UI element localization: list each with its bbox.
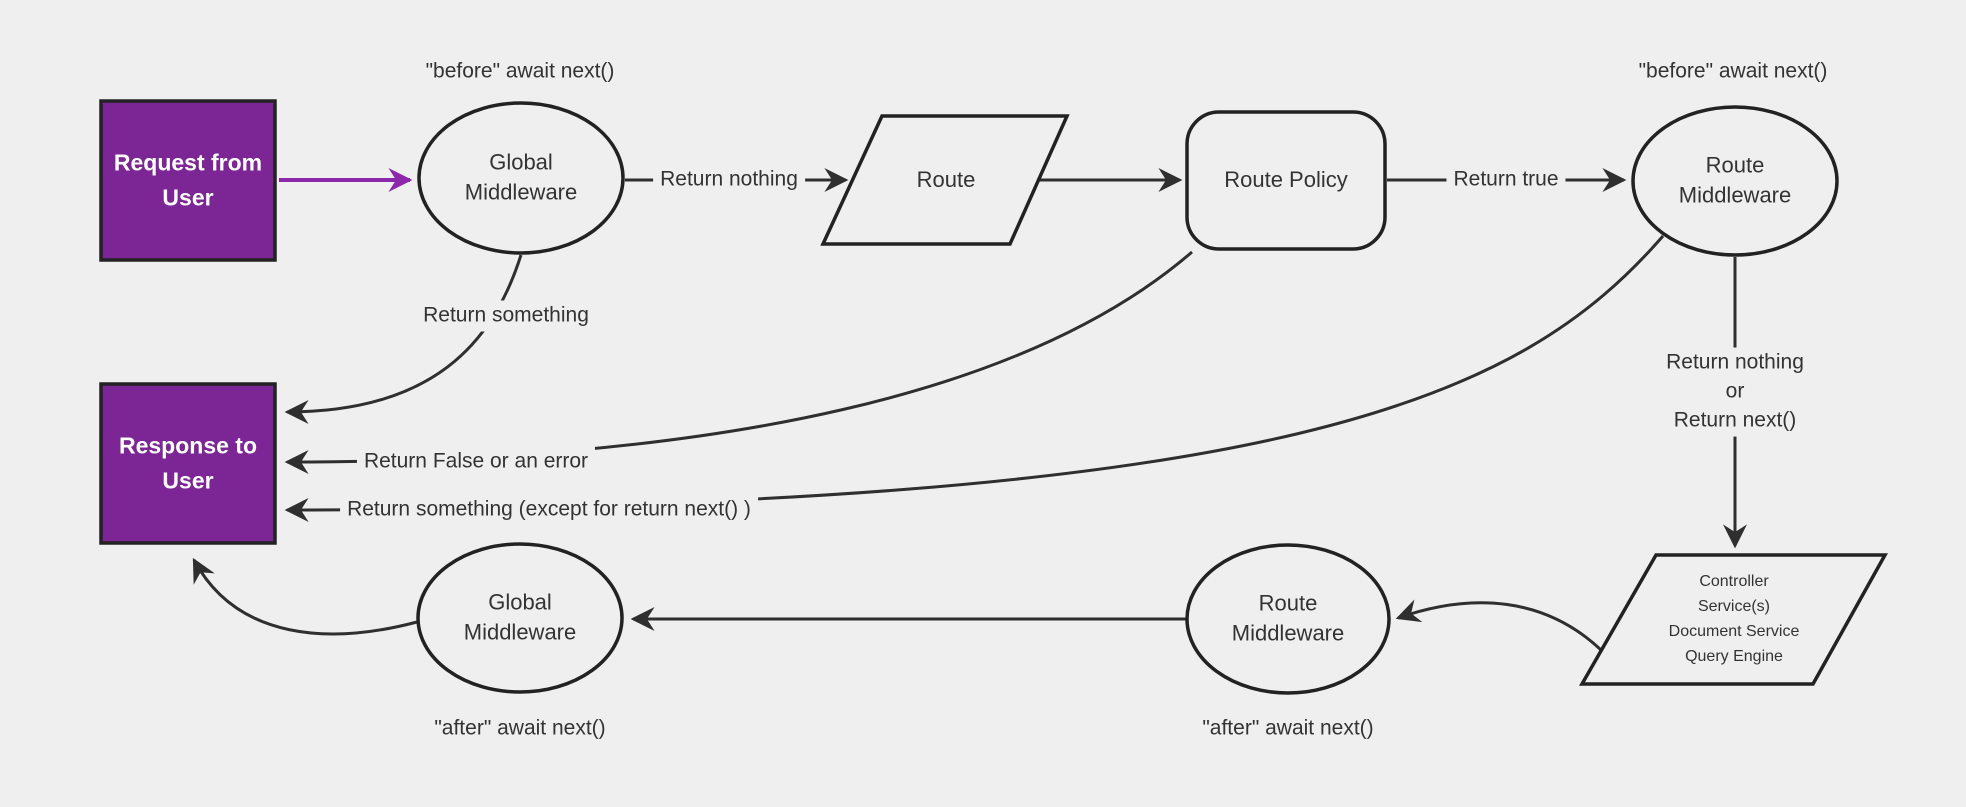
route-middleware-top-label: Route Middleware — [1678, 152, 1792, 208]
return-nothing-or-next-label: Return nothing or Return next() — [1659, 347, 1811, 437]
return-nothing-label: Return nothing — [653, 164, 805, 196]
controller-parallelogram — [1578, 553, 1888, 686]
request-from-user-box — [99, 99, 277, 262]
request-from-user-label: Request from User — [113, 149, 263, 211]
controller-label: Controller Service(s) Document Service Q… — [1668, 573, 1800, 665]
response-to-user-box — [99, 382, 277, 545]
after-await-next-label-bottom-middle: "after" await next() — [1202, 716, 1374, 740]
route-policy-label: Route Policy — [1224, 166, 1348, 192]
response-to-user-label: Response to User — [118, 432, 258, 494]
global-middleware-bottom-ellipse — [416, 542, 624, 694]
before-await-next-label-top-right: "before" await next() — [1638, 59, 1828, 83]
global-middleware-top-label: Global Middleware — [464, 149, 578, 205]
return-something-except-label: Return something (except for return next… — [340, 494, 758, 526]
return-something-label: Return something — [416, 300, 596, 332]
route-middleware-top-ellipse — [1631, 105, 1839, 257]
route-middleware-bottom-ellipse — [1185, 543, 1391, 695]
edge-return-false-to-response — [284, 250, 1193, 474]
route-label: Route — [916, 166, 976, 192]
edge-global-middleware-bottom-to-response — [192, 557, 418, 636]
global-middleware-top-ellipse — [417, 101, 625, 255]
global-middleware-bottom-label: Global Middleware — [463, 589, 577, 645]
before-await-next-label-top-left: "before" await next() — [425, 59, 615, 83]
after-await-next-label-bottom-left: "after" await next() — [434, 716, 606, 740]
route-middleware-bottom-label: Route Middleware — [1231, 590, 1345, 646]
route-policy-box — [1185, 110, 1387, 251]
edge-controller-to-route-middleware-bottom — [1395, 599, 1603, 652]
edge-return-something-to-response — [284, 254, 523, 424]
return-true-label: Return true — [1446, 164, 1566, 196]
route-parallelogram — [820, 114, 1070, 246]
return-false-or-error-label: Return False or an error — [356, 446, 596, 478]
